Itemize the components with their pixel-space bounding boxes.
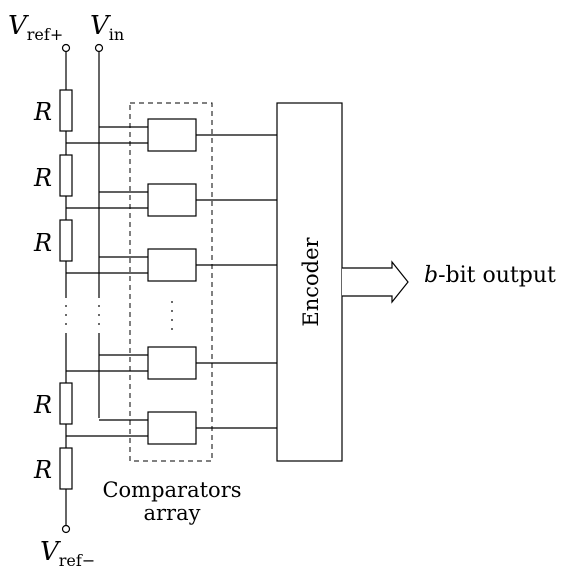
vref-minus-label: Vref− xyxy=(40,537,95,570)
vref-plus-label: Vref+ xyxy=(8,11,63,44)
comparators-label: Comparators xyxy=(102,478,241,502)
resistor-label-2: R xyxy=(33,164,52,192)
resistor-label-1: R xyxy=(33,98,52,126)
encoder-box xyxy=(276,102,343,462)
resistor-label-4: R xyxy=(33,391,52,419)
resistor-label-3: R xyxy=(33,229,52,257)
ellipsis-dots xyxy=(65,301,173,330)
output-arrow xyxy=(342,260,409,304)
encoder-label: Encoder xyxy=(299,236,323,326)
resistor-2 xyxy=(59,154,73,197)
vin-label: Vin xyxy=(90,11,124,44)
resistor-3 xyxy=(59,219,73,262)
comparator-3 xyxy=(66,248,277,282)
comparator-5 xyxy=(66,411,277,445)
output-label: b-bit output xyxy=(424,263,556,288)
comparator-2 xyxy=(66,183,277,217)
resistor-5 xyxy=(59,447,73,490)
vin-terminal xyxy=(94,43,104,53)
vref-plus-terminal xyxy=(61,43,71,53)
resistor-4 xyxy=(59,382,73,425)
vref-minus-terminal xyxy=(61,524,71,534)
comparators-array-label: array xyxy=(144,501,201,525)
comparators-array-box xyxy=(129,102,213,462)
resistor-label-5: R xyxy=(33,456,52,484)
comparator-1 xyxy=(66,118,277,152)
resistor-1 xyxy=(59,89,73,132)
comparator-4 xyxy=(66,346,277,380)
